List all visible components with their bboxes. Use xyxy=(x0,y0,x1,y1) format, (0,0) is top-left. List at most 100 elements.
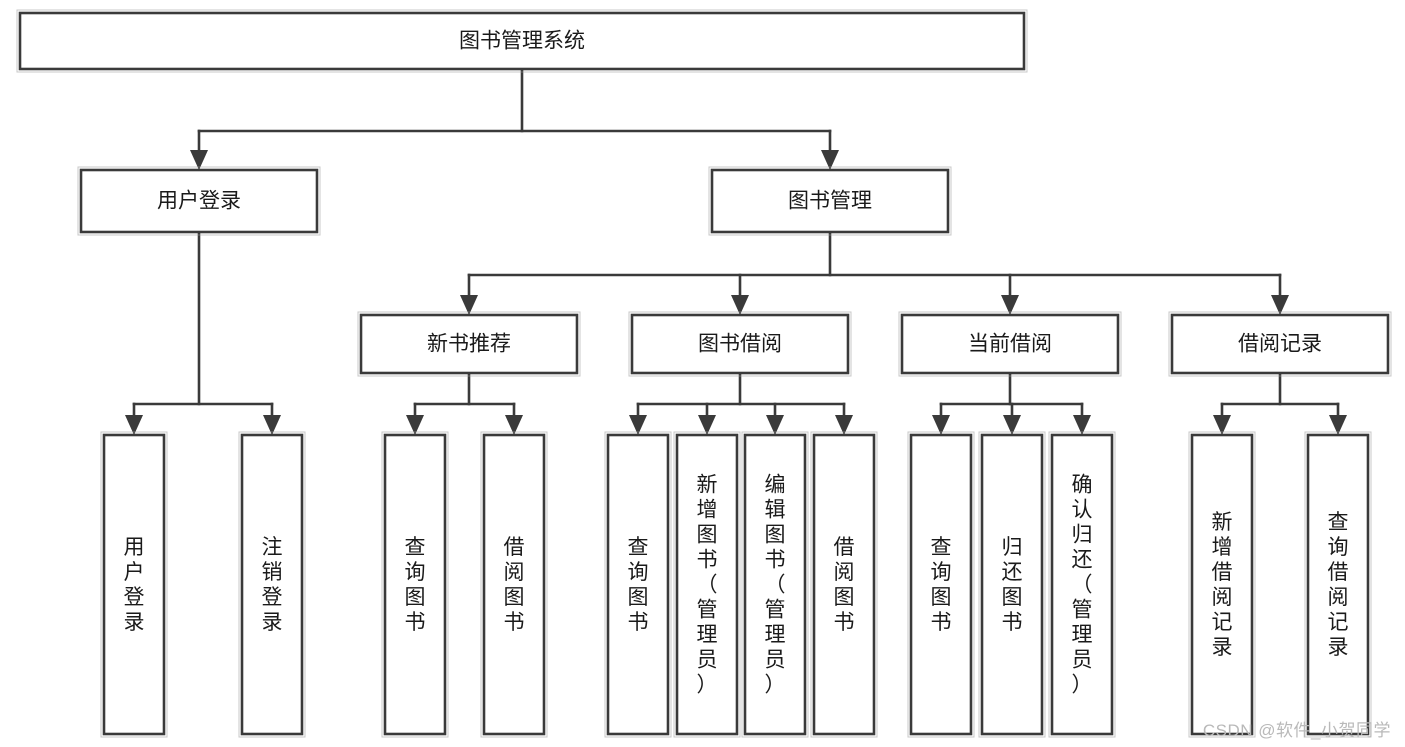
node-layer: 图书管理系统用户登录图书管理新书推荐图书借阅当前借阅借阅记录用户登录注销登录查询… xyxy=(16,9,1392,738)
book-manage-arrow-1 xyxy=(731,295,749,315)
box-outline xyxy=(630,313,850,375)
box-shadow-outline xyxy=(1048,431,1116,738)
node-leaf-return-book[interactable]: 归还图书 xyxy=(978,431,1046,738)
box-outline xyxy=(1190,433,1254,736)
node-leaf-add-book-label: 新增图书（管理员） xyxy=(697,474,718,697)
box-outline xyxy=(79,168,319,234)
node-leaf-borrow-book-label: 借阅图书 xyxy=(834,536,855,634)
box-outline xyxy=(482,433,546,736)
box-shadow-outline xyxy=(741,431,809,738)
node-leaf-query-record-label: 查询借阅记录 xyxy=(1328,511,1349,659)
node-leaf-query-book-rec[interactable]: 查询图书 xyxy=(381,431,449,738)
node-borrow-record-label: 借阅记录 xyxy=(1238,333,1322,356)
box-outline xyxy=(383,433,447,736)
box-outline xyxy=(909,433,973,736)
root-arrow-1 xyxy=(821,150,839,170)
node-leaf-query-book-rec-label: 查询图书 xyxy=(405,536,426,634)
borrow-record-arrow-0 xyxy=(1213,415,1231,435)
node-book-manage-label: 图书管理 xyxy=(788,190,872,213)
node-leaf-borrow-book-rec-label: 借阅图书 xyxy=(504,536,525,634)
root-arrow-0 xyxy=(190,150,208,170)
new-book-recommend-arrow-1 xyxy=(505,415,523,435)
box-outline xyxy=(743,433,807,736)
new-book-recommend-arrow-0 xyxy=(406,415,424,435)
current-borrow-arrow-2 xyxy=(1073,415,1091,435)
node-book-borrow-label: 图书借阅 xyxy=(698,333,782,356)
node-leaf-confirm-return[interactable]: 确认归还（管理员） xyxy=(1048,431,1116,738)
current-borrow-arrow-1 xyxy=(1003,415,1021,435)
book-manage-arrow-2 xyxy=(1001,295,1019,315)
node-leaf-query-book-current-label: 查询图书 xyxy=(931,536,952,634)
box-shadow-outline xyxy=(673,431,741,738)
box-outline xyxy=(900,313,1120,375)
node-root-label: 图书管理系统 xyxy=(459,30,585,53)
box-shadow-outline xyxy=(100,431,168,738)
book-borrow-arrow-2 xyxy=(766,415,784,435)
box-outline xyxy=(1306,433,1370,736)
node-leaf-user-login[interactable]: 用户登录 xyxy=(100,431,168,738)
node-root[interactable]: 图书管理系统 xyxy=(16,9,1028,73)
node-leaf-query-record[interactable]: 查询借阅记录 xyxy=(1304,431,1372,738)
borrow-record-arrow-1 xyxy=(1329,415,1347,435)
node-user-login-label: 用户登录 xyxy=(157,190,241,213)
user-login-arrow-1 xyxy=(263,415,281,435)
box-shadow-outline xyxy=(1168,311,1392,377)
box-shadow-outline xyxy=(1304,431,1372,738)
box-shadow-outline xyxy=(907,431,975,738)
box-outline xyxy=(102,433,166,736)
box-shadow-outline xyxy=(480,431,548,738)
node-leaf-add-record-label: 新增借阅记录 xyxy=(1212,511,1233,659)
node-leaf-query-book-current[interactable]: 查询图书 xyxy=(907,431,975,738)
node-new-book-recommend-label: 新书推荐 xyxy=(427,333,511,356)
node-new-book-recommend[interactable]: 新书推荐 xyxy=(357,311,581,377)
node-leaf-add-record[interactable]: 新增借阅记录 xyxy=(1188,431,1256,738)
box-outline xyxy=(1170,313,1390,375)
connector-layer xyxy=(125,67,1347,435)
box-shadow-outline xyxy=(238,431,306,738)
node-leaf-edit-book-label: 编辑图书（管理员） xyxy=(765,474,786,697)
box-shadow-outline xyxy=(1188,431,1256,738)
node-leaf-confirm-return-label: 确认归还（管理员） xyxy=(1072,474,1093,697)
box-shadow-outline xyxy=(708,166,952,236)
box-outline xyxy=(606,433,670,736)
node-current-borrow[interactable]: 当前借阅 xyxy=(898,311,1122,377)
box-outline xyxy=(1050,433,1114,736)
node-leaf-add-book[interactable]: 新增图书（管理员） xyxy=(673,431,741,738)
box-outline xyxy=(18,11,1026,71)
csdn-watermark: CSDN @软件_小贺同学 xyxy=(1202,721,1391,740)
node-leaf-logout[interactable]: 注销登录 xyxy=(238,431,306,738)
node-leaf-query-book-borrow[interactable]: 查询图书 xyxy=(604,431,672,738)
node-leaf-logout-label: 注销登录 xyxy=(262,536,283,634)
node-current-borrow-label: 当前借阅 xyxy=(968,333,1052,356)
node-leaf-borrow-book[interactable]: 借阅图书 xyxy=(810,431,878,738)
node-user-login[interactable]: 用户登录 xyxy=(77,166,321,236)
node-borrow-record[interactable]: 借阅记录 xyxy=(1168,311,1392,377)
book-borrow-arrow-0 xyxy=(629,415,647,435)
box-shadow-outline xyxy=(978,431,1046,738)
box-shadow-outline xyxy=(77,166,321,236)
node-leaf-user-login-label: 用户登录 xyxy=(124,536,145,634)
book-manage-arrow-3 xyxy=(1271,295,1289,315)
box-shadow-outline xyxy=(381,431,449,738)
node-leaf-borrow-book-rec[interactable]: 借阅图书 xyxy=(480,431,548,738)
box-outline xyxy=(240,433,304,736)
node-book-manage[interactable]: 图书管理 xyxy=(708,166,952,236)
box-outline xyxy=(359,313,579,375)
box-outline xyxy=(710,168,950,234)
box-shadow-outline xyxy=(898,311,1122,377)
box-shadow-outline xyxy=(810,431,878,738)
book-manage-arrow-0 xyxy=(460,295,478,315)
box-outline xyxy=(812,433,876,736)
box-shadow-outline xyxy=(628,311,852,377)
box-outline xyxy=(980,433,1044,736)
node-leaf-edit-book[interactable]: 编辑图书（管理员） xyxy=(741,431,809,738)
node-leaf-return-book-label: 归还图书 xyxy=(1002,536,1023,634)
node-leaf-query-book-borrow-label: 查询图书 xyxy=(628,536,649,634)
box-outline xyxy=(675,433,739,736)
user-login-arrow-0 xyxy=(125,415,143,435)
box-shadow-outline xyxy=(16,9,1028,73)
current-borrow-arrow-0 xyxy=(932,415,950,435)
node-book-borrow[interactable]: 图书借阅 xyxy=(628,311,852,377)
